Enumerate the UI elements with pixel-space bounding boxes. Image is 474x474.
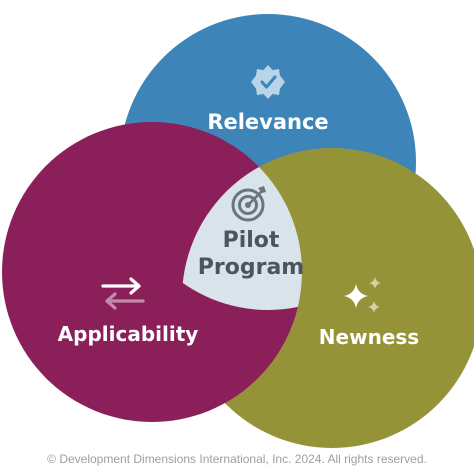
- copyright-notice: © Development Dimensions International, …: [47, 452, 427, 466]
- target-arrow-icon: [231, 186, 266, 222]
- applicability-label: Applicability: [58, 322, 199, 346]
- relevance-label: Relevance: [207, 110, 328, 134]
- verified-badge-icon: [251, 65, 285, 99]
- newness-label: Newness: [319, 325, 419, 349]
- program-label: Program: [198, 255, 304, 280]
- pilot-program-intersection: [182, 148, 302, 310]
- swap-arrows-icon: [101, 277, 145, 310]
- sparkle-icon: [344, 277, 381, 313]
- pilot-label: Pilot: [223, 228, 280, 253]
